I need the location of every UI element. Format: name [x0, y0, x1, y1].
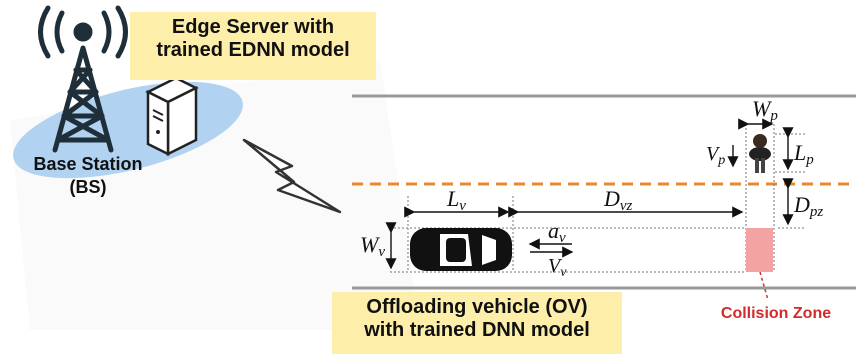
tower-icon	[38, 5, 128, 153]
vehicle-label-line2: with trained DNN model	[364, 319, 590, 341]
dvz-label: Dvz	[603, 186, 633, 214]
av-label: av	[548, 218, 566, 246]
lp-label: Lp	[793, 140, 814, 168]
server-icon	[145, 76, 199, 157]
vehicle-label: Offloading vehicle (OV) with trained DNN…	[332, 292, 622, 354]
vehicle-label-line1: Offloading vehicle (OV)	[366, 296, 588, 318]
wp-label: Wp	[752, 96, 778, 124]
vp-label: Vp	[706, 143, 725, 168]
vv-label: Vv	[548, 255, 567, 280]
base-station-label-line1: Base Station	[33, 154, 142, 174]
pedestrian-icon	[749, 134, 771, 173]
wireless-link-icon	[242, 138, 342, 214]
lv-label: Lv	[446, 186, 466, 214]
edge-server-label: Edge Server with trained EDNN model	[130, 12, 376, 80]
wv-label: Wv	[360, 232, 385, 260]
edge-server-label-line2: trained EDNN model	[156, 39, 350, 61]
collision-zone-pointer	[759, 271, 769, 301]
collision-zone-area	[746, 228, 773, 272]
collision-zone-label: Collision Zone	[721, 305, 831, 322]
edge-server-label-line1: Edge Server with	[171, 16, 335, 38]
base-station-label-line2: (BS)	[70, 177, 107, 197]
vehicle-icon	[410, 228, 512, 271]
dpz-label: Dpz	[793, 192, 823, 220]
